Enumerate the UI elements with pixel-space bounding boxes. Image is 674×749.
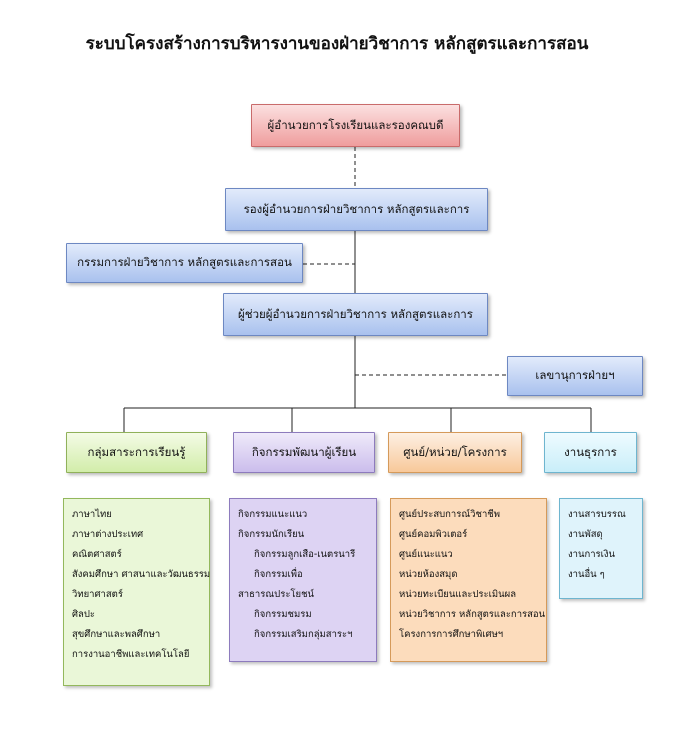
chart-title: ระบบโครงสร้างการบริหารงานของฝ่ายวิชาการ … bbox=[85, 34, 589, 54]
list-item: กิจกรรมชมรม bbox=[254, 609, 312, 620]
list-student-activities: กิจกรรมแนะแนวกิจกรรมนักเรียนกิจกรรมลูกเส… bbox=[229, 498, 377, 662]
group-header-centers-units-projects: ศูนย์/หน่วย/โครงการ bbox=[388, 432, 522, 473]
list-item: ศิลปะ bbox=[72, 609, 95, 620]
group-header-administration: งานธุรการ bbox=[544, 432, 637, 473]
list-item: กิจกรรมลูกเสือ-เนตรนารี bbox=[254, 549, 356, 560]
list-centers-units-projects: ศูนย์ประสบการณ์วิชาชีพศูนย์คอมพิวเตอร์ศู… bbox=[390, 498, 547, 662]
node-assistant: ผู้ช่วยผู้อำนวยการฝ่ายวิชาการ หลักสูตรแล… bbox=[223, 293, 488, 336]
list-item: กิจกรรมนักเรียน bbox=[238, 529, 305, 540]
group-header-student-activities: กิจกรรมพัฒนาผู้เรียน bbox=[233, 432, 375, 473]
node-director: ผู้อำนวยการโรงเรียนและรองคณบดี bbox=[251, 104, 460, 147]
list-item: สังคมศึกษา ศาสนาและวัฒนธรรม bbox=[72, 569, 211, 580]
list-item: ภาษาไทย bbox=[72, 509, 112, 520]
list-item: งานสารบรรณ bbox=[568, 509, 626, 520]
list-item: ศูนย์แนะแนว bbox=[399, 549, 453, 560]
list-item: งานพัสดุ bbox=[568, 529, 603, 540]
list-item: ศูนย์คอมพิวเตอร์ bbox=[399, 529, 468, 540]
list-item: งานการเงิน bbox=[568, 549, 616, 560]
list-item: การงานอาชีพและเทคโนโลยี bbox=[72, 649, 190, 660]
node-secretary: เลขานุการฝ่ายฯ bbox=[507, 356, 643, 396]
list-item: หน่วยทะเบียนและประเมินผล bbox=[399, 589, 517, 600]
node-committee: กรรมการฝ่ายวิชาการ หลักสูตรและการสอน bbox=[66, 243, 303, 283]
list-item: คณิตศาสตร์ bbox=[72, 549, 122, 560]
list-item: สุขศึกษาและพลศึกษา bbox=[72, 629, 161, 640]
list-item: วิทยาศาสตร์ bbox=[72, 589, 123, 600]
list-item: กิจกรรมเพื่อ bbox=[254, 569, 303, 580]
node-deputy: รองผู้อำนวยการฝ่ายวิชาการ หลักสูตรและการ bbox=[225, 188, 488, 231]
list-item: สาธารณประโยชน์ bbox=[238, 589, 315, 600]
list-learning-areas: ภาษาไทยภาษาต่างประเทศคณิตศาสตร์สังคมศึกษ… bbox=[63, 498, 210, 686]
list-item: หน่วยห้องสมุด bbox=[399, 569, 458, 580]
list-item: กิจกรรมแนะแนว bbox=[238, 509, 308, 520]
list-item: ภาษาต่างประเทศ bbox=[72, 529, 144, 540]
group-header-learning-areas: กลุ่มสาระการเรียนรู้ bbox=[66, 432, 207, 473]
list-item: หน่วยวิชาการ หลักสูตรและการสอน bbox=[399, 609, 546, 620]
list-item: งานอื่น ๆ bbox=[568, 569, 605, 580]
list-item: ศูนย์ประสบการณ์วิชาชีพ bbox=[399, 509, 500, 520]
list-item: โครงการการศึกษาพิเศษฯ bbox=[399, 629, 504, 640]
list-administration: งานสารบรรณงานพัสดุงานการเงินงานอื่น ๆ bbox=[559, 498, 643, 599]
list-item: กิจกรรมเสริมกลุ่มสาระฯ bbox=[254, 629, 353, 640]
